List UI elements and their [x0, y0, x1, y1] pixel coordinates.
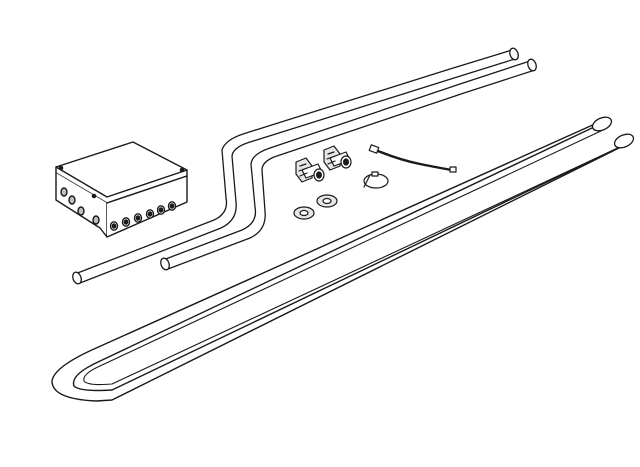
u-shaped-flexible-hose — [51, 116, 635, 402]
junction-box — [55, 141, 188, 238]
cable-tie — [363, 171, 389, 189]
cable-gland-2 — [323, 145, 352, 171]
bent-rigid-tube-1 — [72, 47, 519, 285]
cable-gland-1 — [295, 157, 325, 183]
gland-lock-ring-2 — [316, 194, 338, 208]
temperature-sensor-cable — [368, 144, 457, 173]
gland-lock-ring-1 — [293, 206, 315, 220]
bent-rigid-tube-2 — [160, 58, 537, 271]
junction-box-glands — [109, 201, 177, 231]
